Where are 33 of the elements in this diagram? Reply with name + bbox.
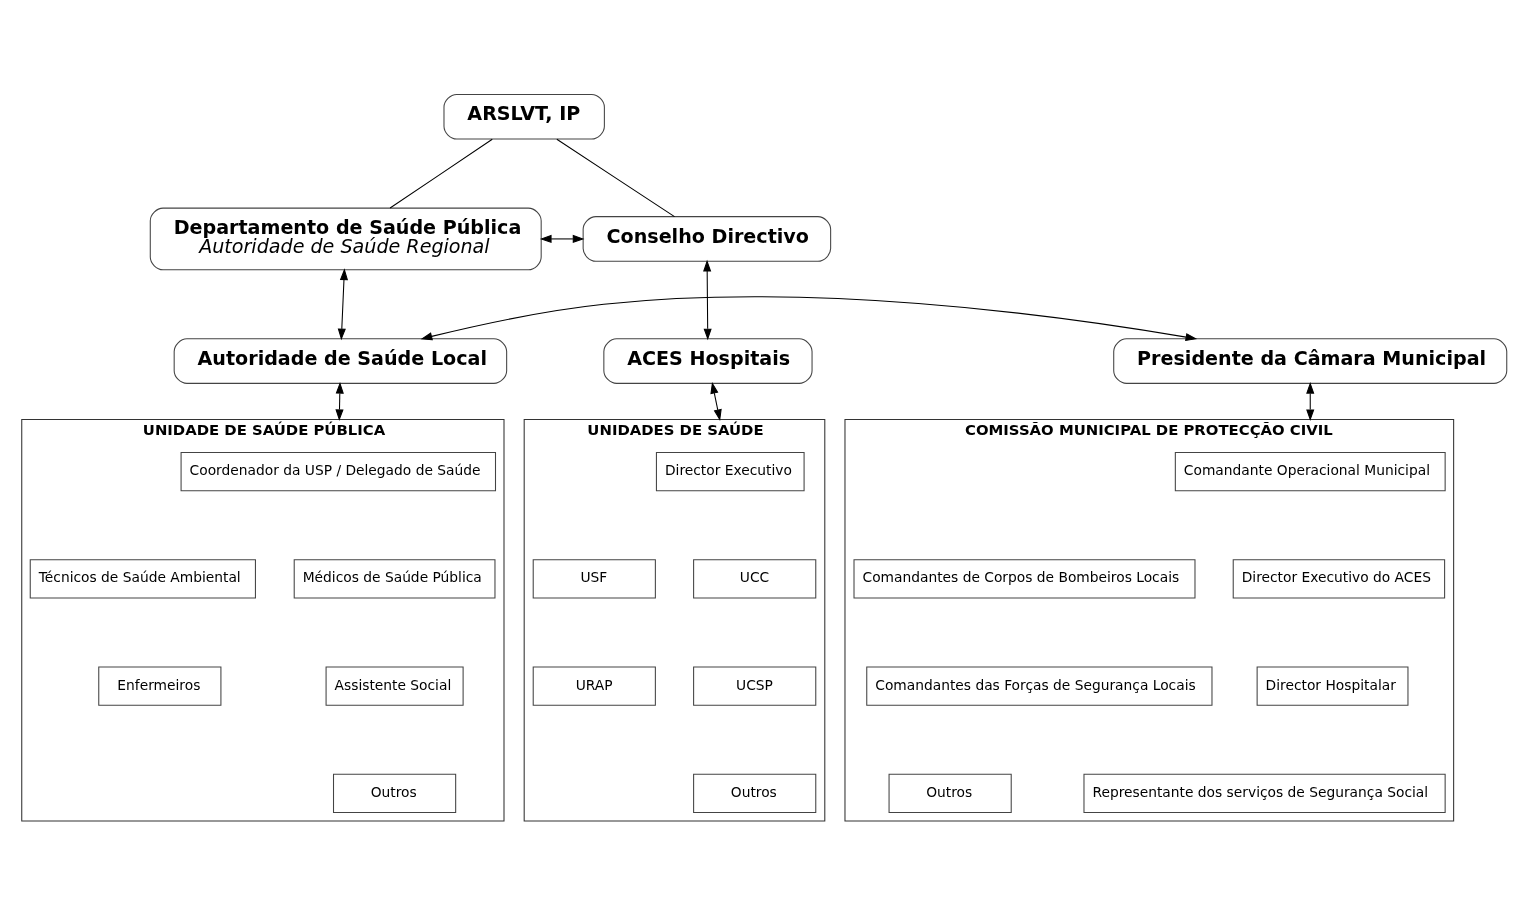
node-box: Outros — [692, 773, 816, 814]
node-box: Director Executivo do ACES — [1232, 559, 1445, 599]
node-box: Presidente da Câmara Municipal — [1112, 338, 1507, 384]
node-box: Comandante Operacional Municipal — [1174, 451, 1446, 492]
node-box: ACES Hospitais — [602, 338, 813, 384]
node-box: Director Executivo — [655, 451, 805, 492]
arrow — [337, 268, 348, 341]
connector — [555, 138, 675, 218]
node-box: Comandantes de Corpos de Bombeiros Locais — [853, 559, 1195, 599]
node-box: Outros — [332, 773, 456, 814]
node-box: Departamento de Saúde Pública Autoridade de Saúde Regional — [149, 207, 542, 271]
arrow — [709, 381, 722, 422]
node-box: Director Hospitalar — [1256, 666, 1408, 706]
arrow — [420, 296, 1197, 342]
arrow — [702, 259, 712, 341]
node-box: UCSP — [692, 666, 816, 706]
node-box: Enfermeiros — [97, 666, 221, 706]
node-box: Representante dos serviços de Segurança Social — [1082, 773, 1446, 814]
arrow — [539, 234, 584, 244]
arrow — [334, 381, 344, 422]
node-box: ARSLVT, IP — [442, 93, 605, 140]
node-box: UCC — [692, 559, 816, 599]
connector — [389, 138, 493, 209]
node-box: Médicos de Saúde Pública — [293, 559, 495, 599]
node-box: USF — [532, 559, 656, 599]
node-box: Assistente Social — [325, 666, 464, 706]
node-box: Coordenador da USP / Delegado de Saúde — [180, 451, 496, 492]
node-box: URAP — [532, 666, 656, 706]
node-box: Autoridade de Saúde Local — [173, 338, 507, 384]
node-box: Técnicos de Saúde Ambiental — [29, 559, 256, 599]
node-box: Outros — [888, 773, 1012, 814]
node-box: Comandantes das Forças de Segurança Locais — [865, 666, 1212, 706]
node-box: Conselho Directivo — [582, 216, 831, 262]
